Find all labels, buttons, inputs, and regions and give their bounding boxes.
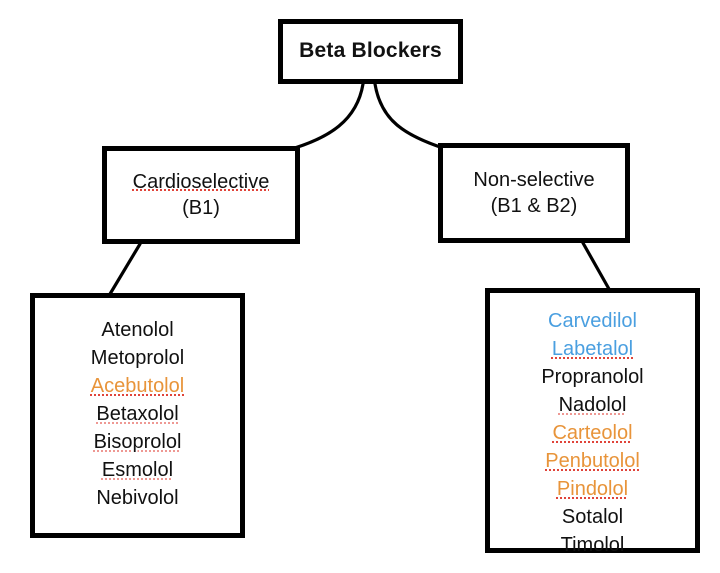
drug-list-item: Esmolol [101,459,174,481]
drug-list-item: Atenolol [101,319,174,341]
connector-cardioselective-to-list [108,242,142,296]
drug-list-item: Betaxolol [96,403,179,425]
drug-list-item: Nebivolol [96,487,179,509]
node-cardioselective-sublabel: (B1) [182,197,220,219]
node-nonselective: Non-selective (B1 & B2) [438,143,630,243]
drug-list-item: Metoprolol [90,347,185,369]
drug-list-item: Carvedilol [548,310,637,332]
connector-root-to-cardioselective [286,82,365,152]
drug-list-item: Penbutolol [545,450,640,472]
drug-list-item: Nadolol [558,394,627,416]
node-nonselective-label: Non-selective [473,168,595,191]
drug-list-item: Labetalol [551,338,634,360]
drug-list-item: Bisoprolol [93,431,182,453]
drug-list-item: Timolol [560,534,625,556]
drug-list-item: Sotalol [561,506,624,528]
connector-nonselective-to-list [581,241,611,291]
drug-list-item: Pindolol [556,478,629,500]
node-beta-blockers: Beta Blockers [278,19,463,84]
connector-root-to-nonselective [373,82,445,150]
node-nonselective-lines: Non-selective (B1 & B2) [473,167,594,220]
node-beta-blockers-label: Beta Blockers [299,39,442,63]
drug-list-item: Carteolol [552,422,633,444]
node-cardioselective-label: Cardioselective [132,170,270,193]
node-nonselective-sublabel: (B1 & B2) [490,195,578,217]
node-cardioselective: Cardioselective (B1) [102,146,300,244]
drug-list-item: Propranolol [541,366,644,388]
drug-list-item: Acebutolol [90,375,185,397]
node-cardioselective-lines: Cardioselective (B1) [133,169,270,222]
